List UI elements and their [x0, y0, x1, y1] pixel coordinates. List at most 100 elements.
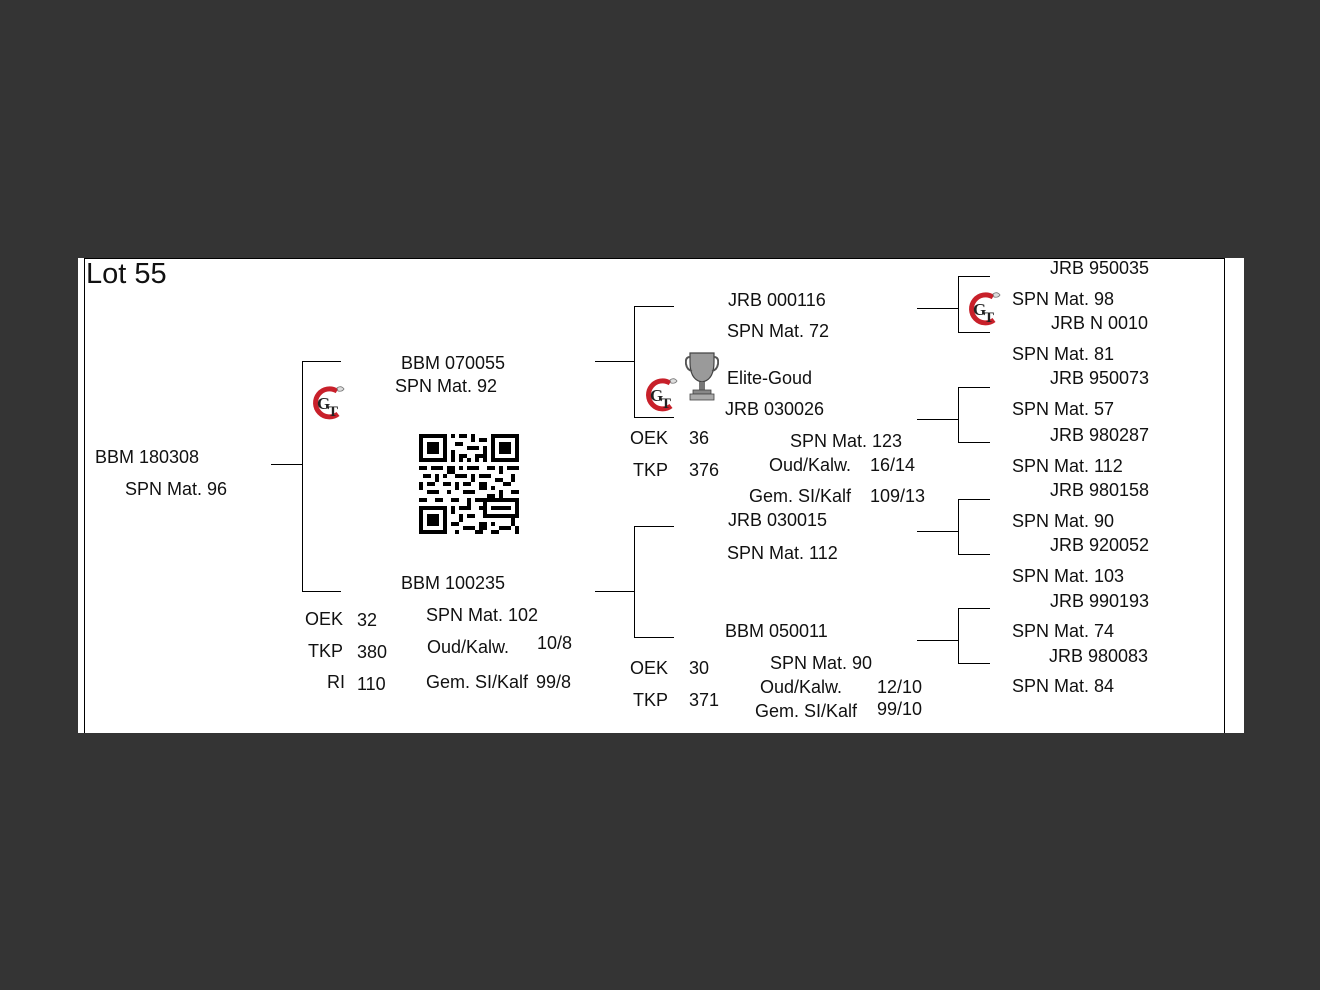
connector — [958, 608, 990, 609]
dam-oek-label: OEK — [305, 609, 344, 629]
connector — [634, 306, 674, 307]
sire-dam-oek-label: OEK — [630, 428, 669, 448]
top-border — [84, 258, 1225, 259]
ggp-5-spn: SPN Mat. 90 — [1012, 511, 1115, 531]
connector — [917, 531, 958, 532]
svg-text:T: T — [984, 310, 994, 326]
connector — [958, 276, 990, 277]
ggp-1-id: JRB 950035 — [1050, 258, 1150, 278]
ggp-7-spn: SPN Mat. 74 — [1012, 621, 1115, 641]
gt-logo-icon: G T — [309, 384, 347, 422]
connector — [958, 608, 959, 663]
sire-dam-id: JRB 030026 — [725, 399, 825, 419]
sire-id: BBM 070055 — [401, 353, 506, 373]
ggp-1-spn: SPN Mat. 98 — [1012, 289, 1115, 309]
connector — [634, 306, 635, 417]
subject-id: BBM 180308 — [95, 447, 200, 467]
connector — [634, 637, 674, 638]
svg-text:G: G — [650, 386, 663, 405]
gt-logo-icon: G T — [965, 290, 1003, 328]
ggp-6-id: JRB 920052 — [1050, 535, 1150, 555]
dam-ri-label: RI — [327, 672, 345, 692]
svg-text:T: T — [661, 396, 671, 412]
dam-tkp-value: 380 — [357, 642, 388, 662]
svg-text:G: G — [973, 300, 986, 319]
connector — [634, 417, 674, 418]
ggp-2-spn: SPN Mat. 81 — [1012, 344, 1115, 364]
ggp-7-id: JRB 990193 — [1050, 591, 1150, 611]
dam-dam-oek-value: 30 — [689, 658, 710, 678]
ggp-4-spn: SPN Mat. 112 — [1012, 456, 1123, 476]
connector — [958, 554, 990, 555]
dam-dam-spn: SPN Mat. 90 — [770, 653, 873, 673]
dam-sire-id: JRB 030015 — [728, 510, 828, 530]
ggp-2-id: JRB N 0010 — [1051, 313, 1149, 333]
dam-dam-oek-label: OEK — [630, 658, 669, 678]
connector — [958, 387, 959, 442]
subject-spn: SPN Mat. 96 — [125, 479, 228, 499]
ggp-3-spn: SPN Mat. 57 — [1012, 399, 1115, 419]
sire-dam-award: Elite-Goud — [727, 368, 813, 388]
dam-id: BBM 100235 — [401, 573, 506, 593]
ggp-8-id: JRB 980083 — [1049, 646, 1149, 666]
connector — [958, 332, 990, 333]
connector — [302, 591, 341, 592]
dam-gem-value: 99/8 — [536, 672, 572, 692]
trophy-icon — [685, 352, 719, 401]
dam-tkp-label: TKP — [308, 641, 344, 661]
dam-oud-value: 10/8 — [537, 633, 573, 653]
connector — [958, 663, 990, 664]
connector — [917, 419, 958, 420]
sire-dam-gem-label: Gem. SI/Kalf — [749, 486, 852, 506]
connector — [634, 526, 635, 637]
connector — [917, 308, 958, 309]
ggp-5-id: JRB 980158 — [1050, 480, 1150, 500]
connector — [634, 526, 674, 527]
connector — [958, 387, 990, 388]
connector — [917, 640, 958, 641]
ggp-6-spn: SPN Mat. 103 — [1012, 566, 1125, 586]
connector — [958, 499, 990, 500]
sire-sire-id: JRB 000116 — [728, 290, 826, 310]
connector — [958, 276, 959, 332]
left-border — [84, 258, 85, 733]
dam-dam-oud-label: Oud/Kalw. — [760, 677, 843, 697]
connector — [595, 591, 634, 592]
lot-title: Lot 55 — [86, 258, 167, 290]
dam-dam-gem-value: 99/10 — [877, 699, 923, 719]
dam-gem-label: Gem. SI/Kalf — [426, 672, 529, 692]
dam-sire-spn: SPN Mat. 112 — [727, 543, 838, 563]
connector — [302, 361, 341, 362]
dam-spn: SPN Mat. 102 — [426, 605, 539, 625]
ggp-3-id: JRB 950073 — [1050, 368, 1150, 388]
dam-oud-label: Oud/Kalw. — [427, 637, 510, 657]
dam-oek-value: 32 — [357, 610, 378, 630]
sire-sire-spn: SPN Mat. 72 — [727, 321, 830, 341]
ggp-8-spn: SPN Mat. 84 — [1012, 676, 1115, 696]
pedigree-sheet: Lot 55 BBM 180308 SPN Mat. 96 G T BBM 07… — [78, 258, 1244, 733]
dam-ri-value: 110 — [357, 674, 386, 694]
dam-dam-oud-value: 12/10 — [877, 677, 923, 697]
sire-dam-tkp-label: TKP — [633, 460, 669, 480]
connector — [271, 464, 302, 465]
connector — [302, 361, 303, 591]
dam-dam-tkp-value: 371 — [689, 690, 720, 710]
svg-text:T: T — [328, 404, 338, 420]
qr-code-icon — [419, 434, 519, 534]
right-border — [1224, 258, 1225, 733]
dam-dam-tkp-label: TKP — [633, 690, 669, 710]
sire-dam-oek-value: 36 — [689, 428, 710, 448]
sire-dam-oud-label: Oud/Kalw. — [769, 455, 852, 475]
ggp-4-id: JRB 980287 — [1050, 425, 1150, 445]
connector — [595, 361, 634, 362]
sire-dam-oud-value: 16/14 — [870, 455, 916, 475]
gt-logo-icon: G T — [642, 376, 680, 414]
sire-dam-tkp-value: 376 — [689, 460, 720, 480]
dam-dam-id: BBM 050011 — [725, 621, 828, 641]
connector — [958, 442, 990, 443]
sire-dam-gem-value: 109/13 — [870, 486, 926, 506]
sire-dam-spn: SPN Mat. 123 — [790, 431, 903, 451]
connector — [958, 499, 959, 554]
dam-dam-gem-label: Gem. SI/Kalf — [755, 701, 858, 721]
svg-text:G: G — [317, 394, 330, 413]
